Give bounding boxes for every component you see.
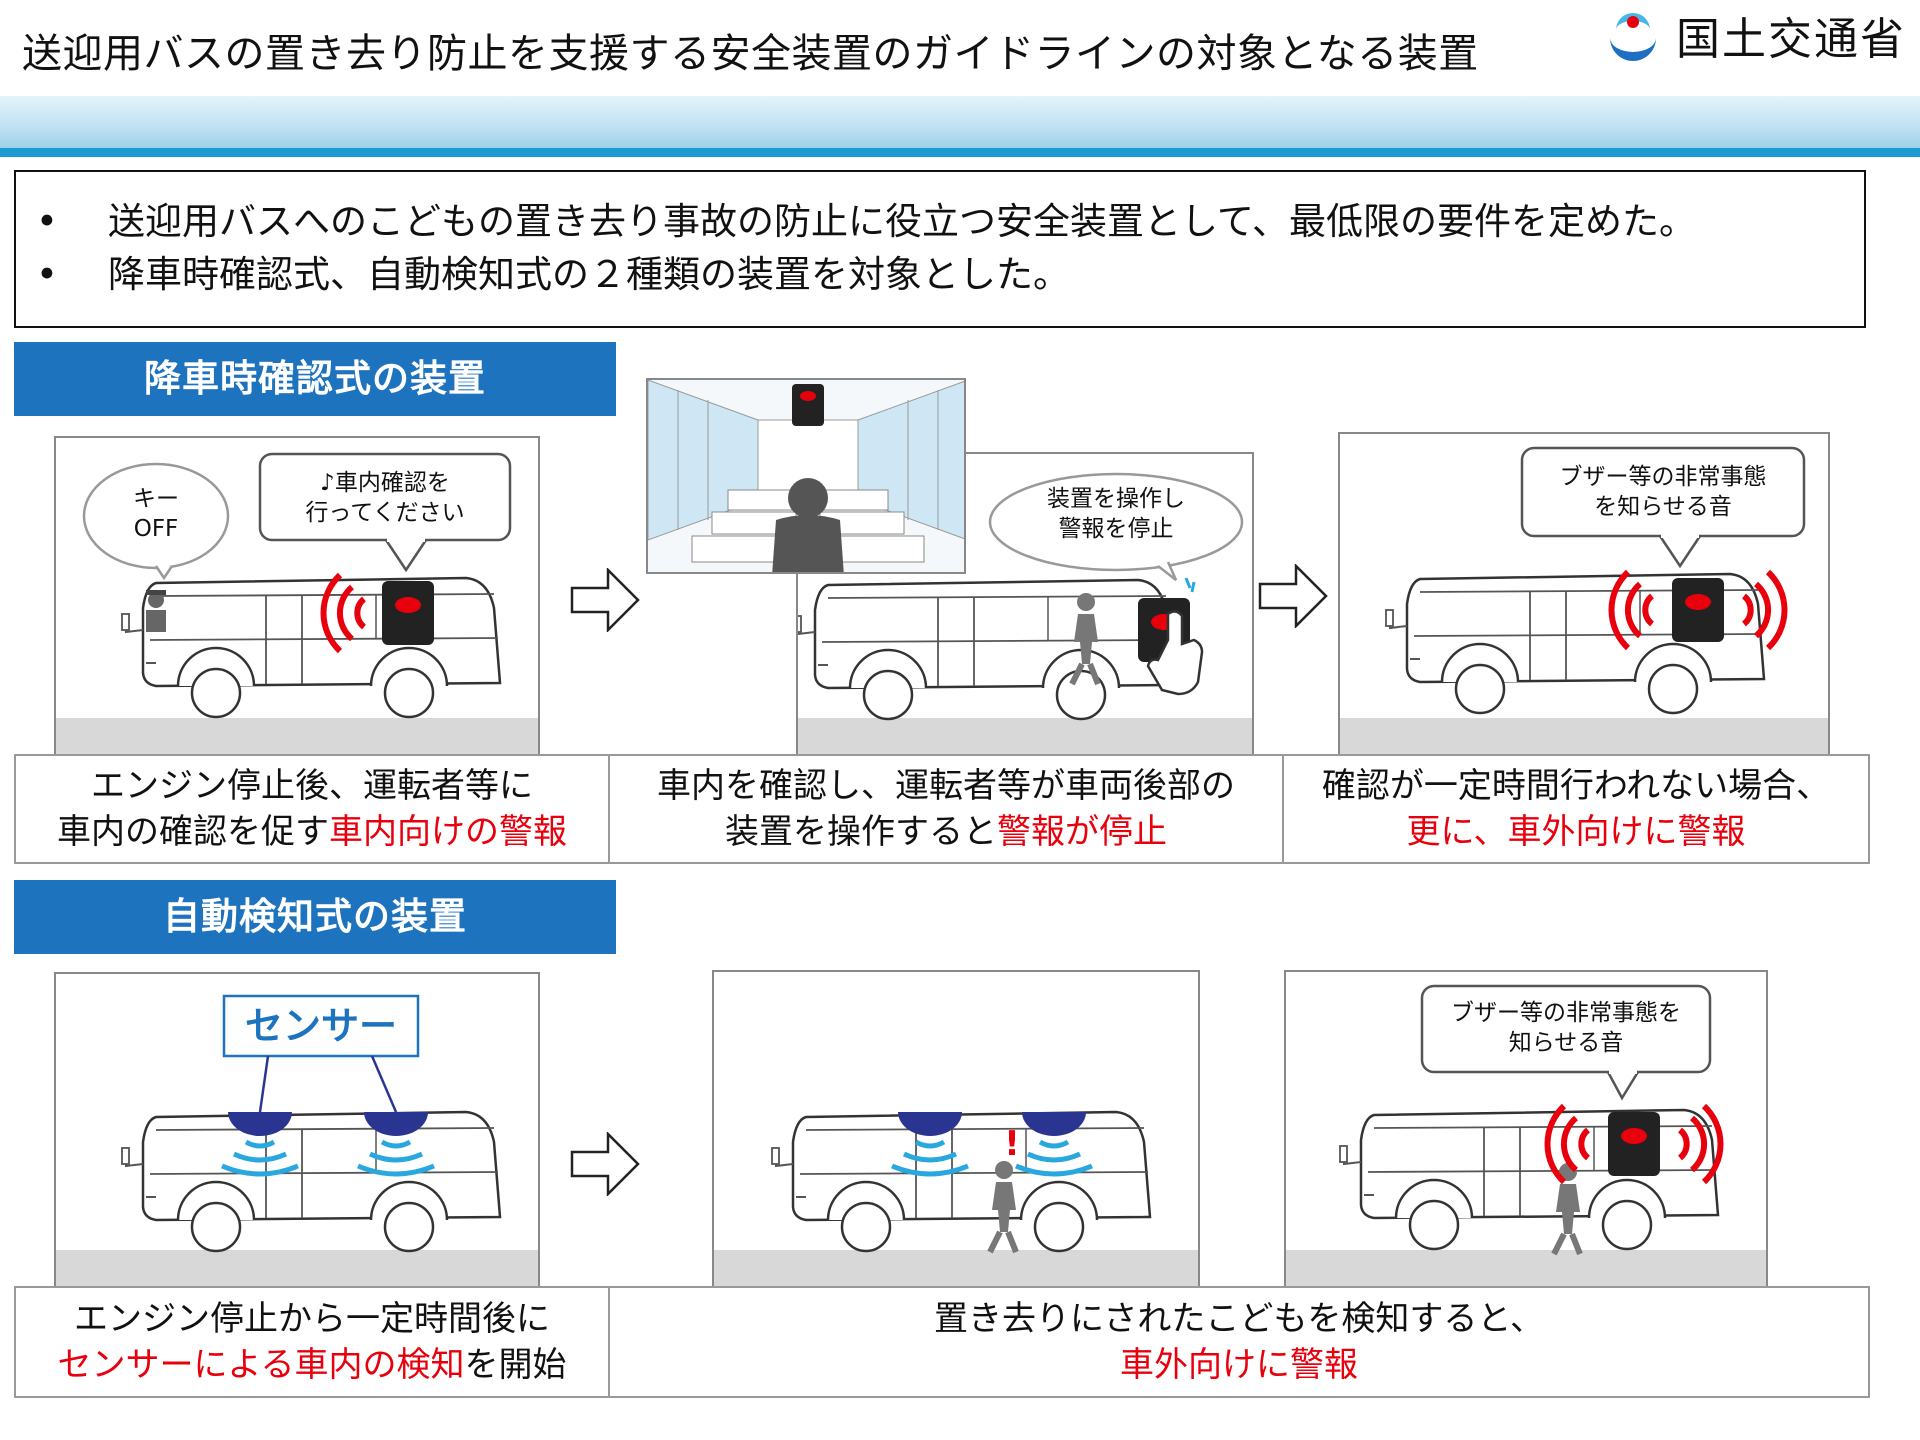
caption-sensor-start: エンジン停止から一定時間後に センサーによる車内の検知を開始 (14, 1286, 610, 1398)
caption-step-2: 車内を確認し、運転者等が車両後部の 装置を操作すると警報が停止 (608, 754, 1284, 864)
bubble-line: ブザー等の非常事態 (1559, 464, 1767, 490)
bubble-line: を知らせる音 (1594, 494, 1732, 520)
bubble-key-off: キー OFF (96, 484, 216, 544)
page-title: 送迎用バスの置き去り防止を支援する安全装置のガイドラインの対象となる装置 (22, 31, 1479, 77)
section-heading-automatic: 自動検知式の装置 (14, 880, 616, 954)
illustration-external-alarm: ブザー等の非常事態 を知らせる音 (1338, 432, 1830, 756)
bubble-line: ♪車内確認を (320, 470, 450, 496)
caption-text: 車内の確認を促す (57, 812, 329, 852)
caption-line: エンジン停止から一定時間後に (74, 1299, 550, 1339)
illustration-sensor-alarm: ブザー等の非常事態を 知らせる音 (1284, 970, 1768, 1288)
caption-highlight: 警報が停止 (997, 812, 1167, 852)
illustration-bus-interior (646, 378, 966, 574)
bullet-marker: • (36, 253, 58, 296)
bubble-emergency-sound: ブザー等の非常事態を 知らせる音 (1424, 998, 1708, 1058)
illustration-engine-off: キー OFF ♪車内確認を 行ってください (54, 436, 540, 756)
caption-line: エンジン停止後、運転者等に (91, 766, 533, 806)
bubble-emergency-sound: ブザー等の非常事態 を知らせる音 (1524, 462, 1802, 522)
bullet-text: 送迎用バスへのこどもの置き去り事故の防止に役立つ安全装置として、最低限の要件を定… (108, 200, 1697, 243)
organization-name: 国土交通省 (1676, 14, 1906, 65)
sensor-label: センサー (244, 1004, 397, 1048)
next-step-arrow (570, 1132, 640, 1196)
bubble-line: 行ってください (305, 500, 465, 526)
caption-step-1: エンジン停止後、運転者等に 車内の確認を促す車内向けの警報 (14, 754, 610, 864)
caption-text: を開始 (464, 1345, 567, 1385)
caption-line: 置き去りにされたこどもを検知すると、 (934, 1299, 1544, 1339)
bubble-check-inside: ♪車内確認を 行ってください (262, 468, 508, 528)
summary-box: • 送迎用バスへのこどもの置き去り事故の防止に役立つ安全装置として、最低限の要件… (14, 170, 1866, 328)
caption-step-3: 確認が一定時間行われない場合、 更に、車外向けに警報 (1282, 754, 1870, 864)
bubble-line: 装置を操作し (1047, 486, 1185, 512)
illustration-child-detected: ! (712, 970, 1200, 1288)
caption-detection-alarm: 置き去りにされたこどもを検知すると、 車外向けに警報 (608, 1286, 1870, 1398)
caption-highlight: 車外向けに警報 (1120, 1345, 1358, 1385)
section-heading-manual: 降車時確認式の装置 (14, 342, 616, 416)
bubble-line: キー (133, 486, 179, 512)
caption-text: 装置を操作すると (725, 812, 997, 852)
mlit-logo-icon (1602, 8, 1664, 70)
illustration-sensor-start: センサー (54, 972, 540, 1288)
bullet-text: 降車時確認式、自動検知式の２種類の装置を対象とした。 (108, 253, 1070, 296)
bubble-line: 警報を停止 (1058, 516, 1174, 542)
next-step-arrow (570, 568, 640, 632)
next-step-arrow (1258, 564, 1328, 628)
bubble-line: OFF (133, 516, 179, 542)
bubble-line: ブザー等の非常事態を (1451, 1000, 1681, 1026)
header-rule (0, 148, 1920, 157)
caption-highlight: センサーによる車内の検知 (57, 1345, 465, 1385)
bubble-line: 知らせる音 (1508, 1030, 1624, 1056)
caption-line: 車内を確認し、運転者等が車両後部の (657, 766, 1235, 806)
header-band (0, 96, 1920, 148)
caption-highlight: 更に、車外向けに警報 (1406, 812, 1746, 852)
caption-highlight: 車内向けの警報 (329, 812, 567, 852)
caption-line: 確認が一定時間行われない場合、 (1321, 766, 1831, 806)
detection-mark: ! (1004, 1124, 1020, 1164)
bubble-stop-alarm: 装置を操作し 警報を停止 (1012, 484, 1220, 544)
bullet-marker: • (36, 200, 58, 243)
